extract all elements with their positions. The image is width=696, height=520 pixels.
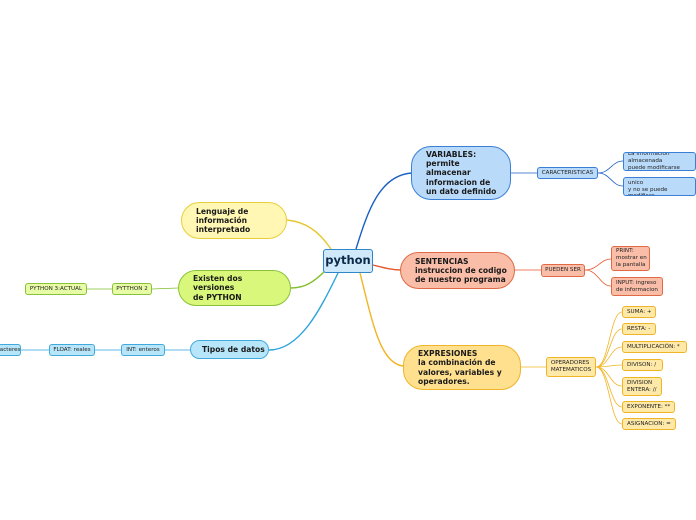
link-root-versiones <box>290 269 327 289</box>
sentencias-item-print[interactable]: PRINT: mostrar en la pantalla <box>611 246 650 271</box>
link-root-lenguaje <box>286 219 332 250</box>
central-topic-python[interactable]: python <box>323 249 373 273</box>
operator-multiplicacion[interactable]: MULTIPLICACIÓN: * <box>622 341 687 353</box>
link-conn-input <box>584 269 612 287</box>
link-operator-6 <box>595 366 623 425</box>
link-conn-var2 <box>597 172 624 187</box>
link-conn-print <box>584 258 612 271</box>
link-root-expresiones <box>359 272 405 367</box>
branch-sentencias[interactable]: SENTENCIAS instruccion de codigo de nues… <box>400 252 515 289</box>
branch-variables[interactable]: VARIABLES: permite almacenar informacion… <box>411 146 511 200</box>
tipos-item-float[interactable]: FLOAT: reales <box>49 344 95 356</box>
expresiones-connector[interactable]: OPERADORES MATEMATICOS <box>546 357 596 377</box>
link-operator-4 <box>595 366 623 387</box>
sentencias-connector[interactable]: PUEDEN SER <box>541 264 585 277</box>
link-operator-0 <box>595 311 623 368</box>
versiones-item-python3[interactable]: PYTHON 3:ACTUAL <box>25 283 87 295</box>
variables-item-1[interactable]: La informacion almacenada puede modifica… <box>623 152 696 171</box>
operator-division[interactable]: DIVISON: / <box>622 359 663 371</box>
branch-expresiones[interactable]: EXPRESIONES la combinación de valores, v… <box>403 345 521 390</box>
link-operator-2 <box>595 346 623 368</box>
branch-tipos-de-datos[interactable]: Tipos de datos <box>190 340 269 359</box>
link-operator-3 <box>595 364 623 368</box>
connector-lines <box>21 160 624 425</box>
link-root-sentencias <box>372 264 402 271</box>
tipos-item-caracteres[interactable]: caracteres <box>0 344 21 356</box>
link-conn-var1 <box>597 160 624 174</box>
tipos-connector[interactable]: INT: enteros <box>121 344 165 356</box>
variables-item-2[interactable]: El nombre debe ser unico y no se puede m… <box>623 177 696 196</box>
operator-suma[interactable]: SUMA: + <box>622 306 656 318</box>
versiones-connector[interactable]: PYTTHON 2 <box>112 283 152 295</box>
operator-exponente[interactable]: EXPONENTE: ** <box>622 401 675 413</box>
variables-connector[interactable]: CARACTERISTICAS <box>537 167 598 179</box>
link-root-variables <box>355 172 413 250</box>
branch-versiones[interactable]: Existen dos versiones de PYTHON <box>178 270 291 306</box>
link-versiones-conn <box>151 287 179 290</box>
branch-lenguaje[interactable]: Lenguaje de información interpretado <box>181 202 287 239</box>
link-operator-5 <box>595 366 623 408</box>
sentencias-item-input[interactable]: INPUT: ingreso de informacion <box>611 277 663 296</box>
operator-division-entera[interactable]: DIVISION ENTERA: // <box>622 377 662 396</box>
link-operator-1 <box>595 328 623 368</box>
link-root-tipos <box>268 272 339 351</box>
operator-asignacion[interactable]: ASIGNACION: = <box>622 418 676 430</box>
operator-resta[interactable]: RESTA: - <box>622 323 656 335</box>
